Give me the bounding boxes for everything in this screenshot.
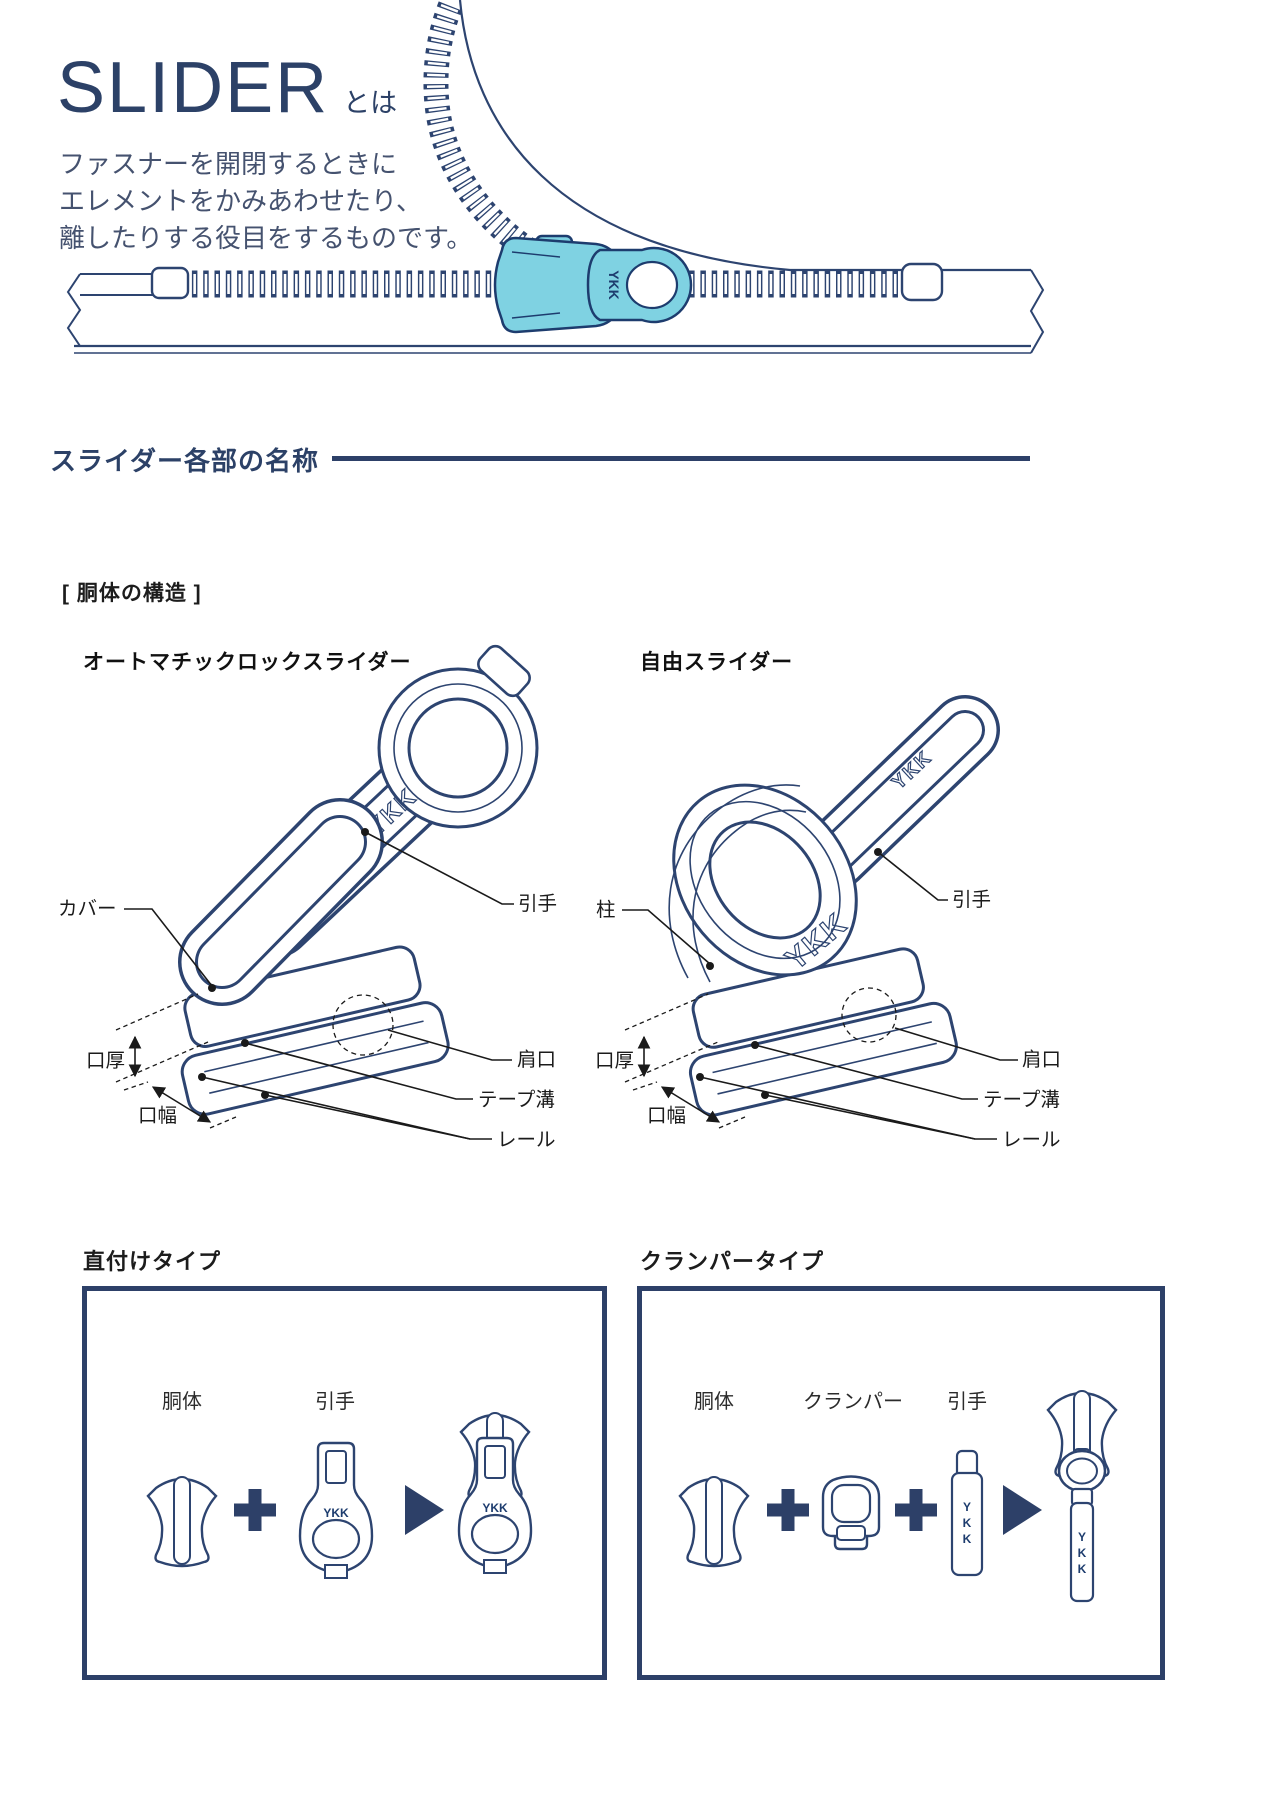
pull-hole xyxy=(625,260,679,310)
label-mouth-thickness: 口厚 xyxy=(86,1050,125,1072)
hero-description-line: ファスナーを開閉するときに xyxy=(59,149,398,179)
slider-pillar xyxy=(668,784,807,983)
ykk-logo-letter: Y xyxy=(963,1500,971,1514)
direct-type-box: 胴体 引手 YKK xyxy=(82,1286,607,1680)
ykk-logo: YKK xyxy=(482,1501,508,1515)
ykk-logo: YKK xyxy=(323,1506,349,1520)
page-title: SLIDER xyxy=(57,48,330,128)
box-title-crimper: クランパータイプ xyxy=(640,1249,825,1274)
page-title-suffix: とは xyxy=(343,88,398,118)
hero-description: ファスナーを開閉するときに エレメントをかみあわせたり、 離したりする役目をする… xyxy=(59,146,472,257)
label-pull: 引手 xyxy=(947,1390,987,1413)
section-heading: スライダー各部の名称 xyxy=(50,446,319,476)
pull-shape: Y K K xyxy=(950,1449,984,1577)
label-rail: レール xyxy=(497,1129,556,1151)
hero-description-line: 離したりする役目をするものです。 xyxy=(59,223,473,253)
label-pull: 引手 xyxy=(952,889,991,911)
hero-header: SLIDER とは xyxy=(57,52,397,124)
slider-flange xyxy=(688,947,958,1117)
diagram-autolock-slider: YKK カバー 引手 口厚 xyxy=(58,644,557,1151)
heading-rule xyxy=(332,456,1030,461)
slider-pull-tab xyxy=(800,695,1000,890)
detail-circle xyxy=(332,994,394,1056)
body-shape xyxy=(146,1476,218,1568)
ykk-logo-letter: K xyxy=(1078,1562,1087,1576)
annotations: カバー 引手 口厚 口幅 肩口 テープ溝 xyxy=(58,828,557,1151)
direct-type-diagram: 胴体 引手 YKK xyxy=(146,1390,533,1579)
label-shoulder: 肩口 xyxy=(1022,1049,1061,1071)
clamper-shape xyxy=(821,1475,881,1551)
fabric-curve xyxy=(458,0,1031,272)
diagram-title-free: 自由スライダー xyxy=(640,651,794,674)
plus-icon xyxy=(895,1489,937,1531)
ykk-logo: YKK xyxy=(606,270,622,300)
label-body: 胴体 xyxy=(694,1390,734,1413)
ykk-logo-letter: K xyxy=(963,1532,972,1546)
label-mouth-width: 口幅 xyxy=(138,1105,177,1127)
section-subheading: [ 胴体の構造 ] xyxy=(62,582,202,605)
label-tape-groove: テープ溝 xyxy=(478,1089,555,1111)
arrow-icon xyxy=(405,1485,444,1535)
label-clamper: クランパー xyxy=(803,1390,903,1413)
slider-cover xyxy=(178,798,384,1006)
label-rail: レール xyxy=(1002,1129,1061,1151)
arrow-icon xyxy=(1003,1485,1042,1535)
diagram-title-autolock: オートマチックロックスライダー xyxy=(83,651,412,674)
tape-torn-edge-right xyxy=(1029,269,1045,354)
ykk-logo-letter: K xyxy=(963,1516,972,1530)
body-shape xyxy=(678,1476,750,1568)
assembled-slider: YKK xyxy=(457,1412,533,1574)
label-tape-groove: テープ溝 xyxy=(983,1089,1060,1111)
plus-icon xyxy=(767,1489,809,1531)
annotations: 柱 引手 口厚 口幅 肩口 テープ溝 xyxy=(595,848,1061,1151)
zipper-tape xyxy=(66,269,1045,354)
zipper-top-stop xyxy=(150,266,190,300)
zipper-illustration: YKK xyxy=(66,0,1045,354)
plus-icon xyxy=(234,1489,276,1531)
zipper-bottom-stop xyxy=(900,262,944,302)
ykk-logo-letter: Y xyxy=(1078,1530,1086,1544)
label-mouth-thickness: 口厚 xyxy=(595,1050,634,1072)
hero-description-line: エレメントをかみあわせたり、 xyxy=(59,186,422,216)
label-shoulder: 肩口 xyxy=(517,1049,556,1071)
label-mouth-width: 口幅 xyxy=(647,1105,686,1127)
label-body: 胴体 xyxy=(162,1390,202,1413)
label-cover: カバー xyxy=(58,898,117,920)
pull-shape: YKK xyxy=(298,1441,374,1579)
ykk-logo-letter: K xyxy=(1078,1546,1087,1560)
label-pull: 引手 xyxy=(315,1390,355,1413)
crimper-type-box: 胴体 クランパー 引手 Y K K xyxy=(637,1286,1165,1680)
tape-torn-edge-left xyxy=(66,273,82,347)
detail-circle xyxy=(841,987,897,1043)
box-title-direct: 直付けタイプ xyxy=(83,1249,222,1274)
diagram-free-slider: YKK YKK 柱 引手 口厚 xyxy=(595,695,1061,1151)
label-pull: 引手 xyxy=(518,893,557,915)
hero-slider: YKK xyxy=(493,234,693,334)
lock-tab xyxy=(477,644,531,698)
assembled-slider: Y K K xyxy=(1046,1390,1118,1603)
crimper-type-diagram: 胴体 クランパー 引手 Y K K xyxy=(678,1390,1118,1603)
label-pillar: 柱 xyxy=(596,899,616,921)
pull-hole xyxy=(407,697,509,799)
